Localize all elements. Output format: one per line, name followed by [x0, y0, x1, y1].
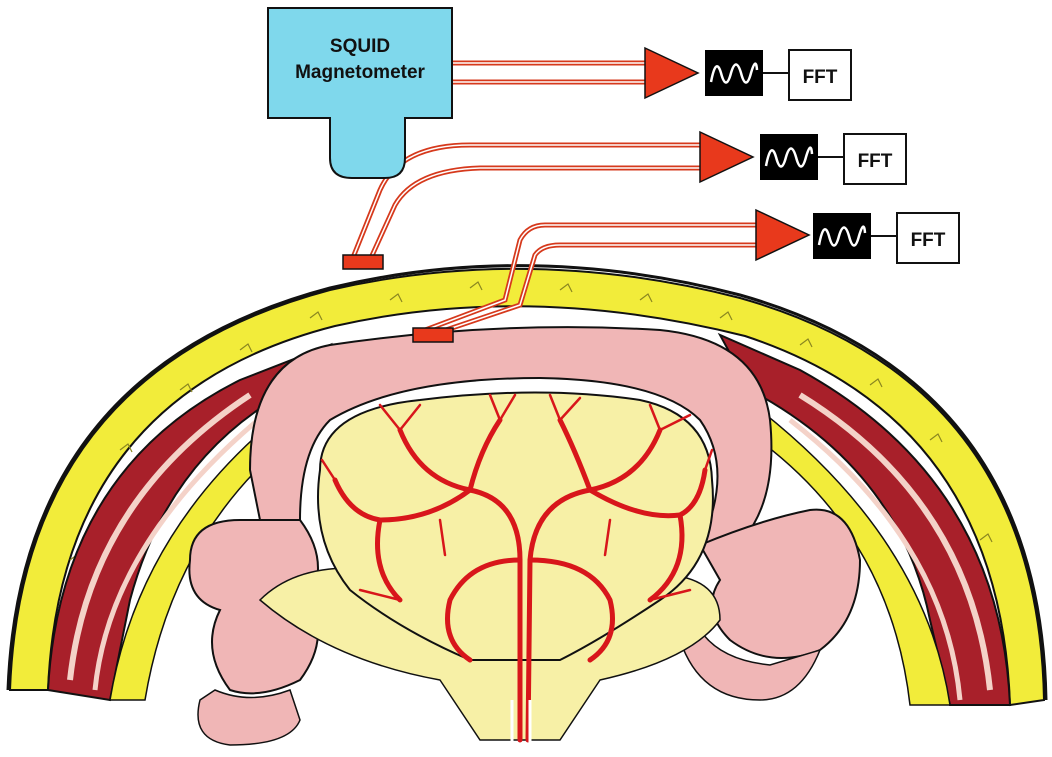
signal-chain-2: FFT [700, 132, 906, 184]
left-lower-loop [198, 690, 300, 745]
skin-electrode [343, 255, 383, 269]
squid-label-line1: SQUID [330, 36, 390, 57]
fft-label: FFT [858, 151, 893, 172]
signal-chain-1: FFT [645, 48, 851, 100]
serosal-electrode [413, 328, 453, 342]
fft-label: FFT [803, 67, 838, 88]
amplifier-arrow-icon [645, 48, 698, 98]
fft-label: FFT [911, 230, 946, 251]
amplifier-arrow-icon [700, 132, 753, 182]
amplifier-arrow-icon [756, 210, 809, 260]
squid-wire-pair [450, 63, 650, 82]
mesentery [260, 393, 720, 756]
squid-label-line2: Magnetometer [295, 62, 425, 83]
signal-chain-3: FFT [756, 210, 959, 263]
